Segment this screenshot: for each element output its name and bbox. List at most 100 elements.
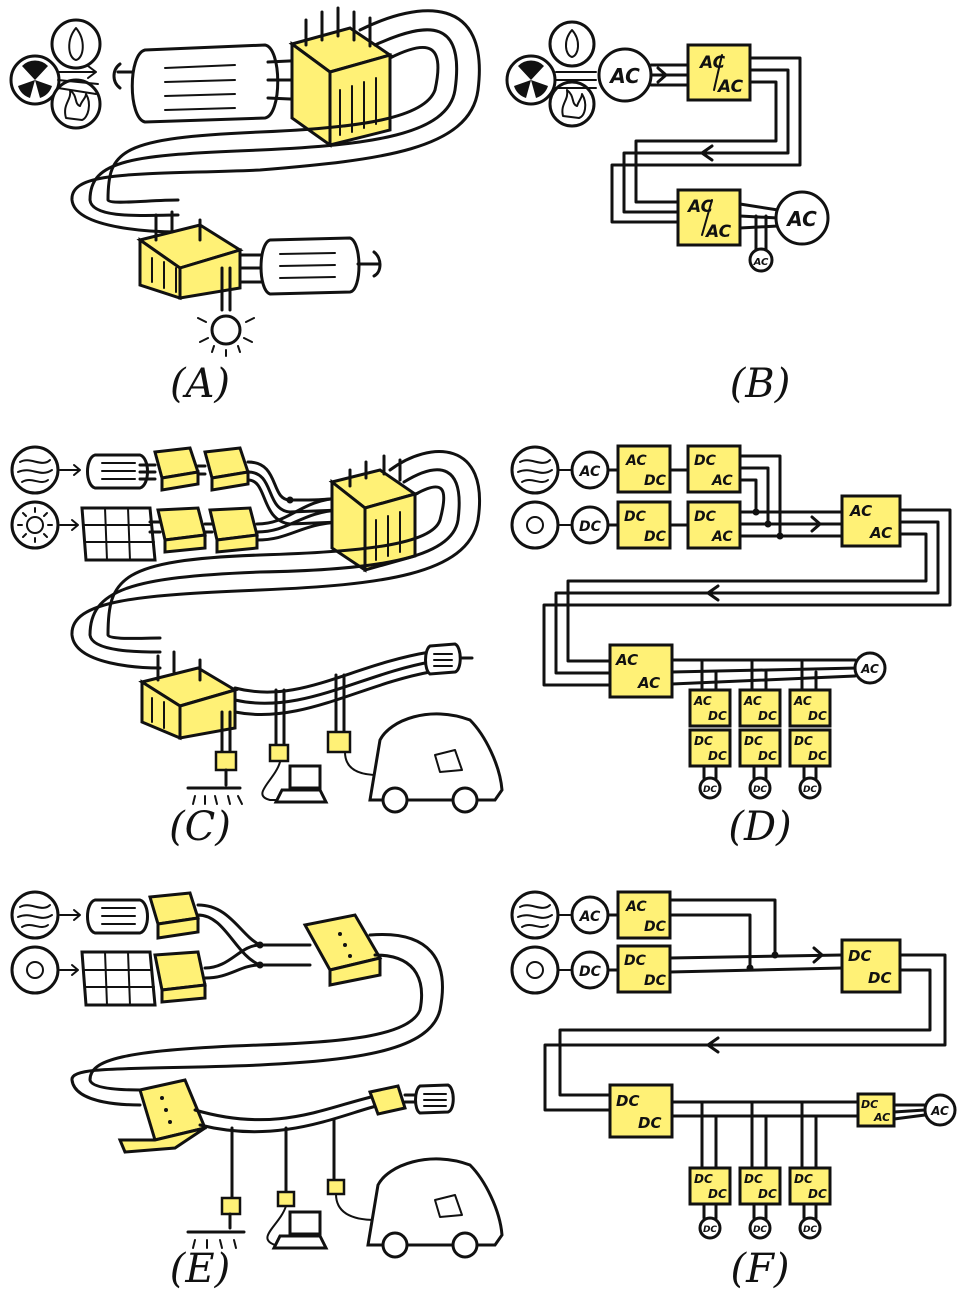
- laptop-icon: [261, 761, 329, 804]
- svg-text:DC: DC: [803, 785, 817, 795]
- svg-text:DC: DC: [644, 473, 667, 489]
- svg-text:DC: DC: [579, 519, 602, 535]
- svg-text:DC: DC: [808, 749, 827, 763]
- converter-e-top: [302, 913, 383, 987]
- svg-text:DC: DC: [703, 785, 717, 795]
- converter-c4: [208, 506, 259, 554]
- svg-text:DC: DC: [624, 509, 647, 525]
- svg-text:DC: DC: [644, 973, 667, 989]
- svg-text:DC: DC: [744, 1172, 763, 1186]
- motor-c: [424, 642, 474, 676]
- converter-dc-dc-hub: DC DC: [840, 938, 902, 994]
- gas-flame-icon: [548, 20, 596, 68]
- load-dc-1: DC: [698, 776, 722, 800]
- svg-text:DC: DC: [644, 529, 667, 545]
- converter-ac-dc: AC DC: [616, 444, 672, 494]
- converter-e2: [153, 950, 207, 1004]
- load-ac: AC: [748, 247, 774, 273]
- svg-text:DC: DC: [868, 969, 891, 987]
- svg-text:AC: AC: [743, 694, 762, 708]
- lamp-icon: [186, 1212, 246, 1234]
- svg-text:AC: AC: [615, 651, 638, 669]
- panel-d: AC AC DC DC AC DC DC DC DC: [510, 444, 952, 850]
- load-dc-2: DC: [748, 776, 772, 800]
- svg-text:DC: DC: [708, 709, 727, 723]
- svg-text:DC: DC: [579, 964, 602, 980]
- svg-text:DC: DC: [708, 1187, 727, 1201]
- generator-dc: DC: [570, 950, 610, 990]
- svg-text:AC: AC: [625, 899, 647, 915]
- transmission-line-a-outer: [70, 9, 481, 234]
- svg-text:AC: AC: [637, 674, 660, 692]
- svg-text:AC: AC: [693, 694, 712, 708]
- generator-ac: AC: [597, 47, 653, 103]
- converter-dc-dc: DC DC: [616, 500, 672, 550]
- svg-text:AC: AC: [711, 529, 733, 545]
- transformer-top: [266, 6, 394, 148]
- svg-text:DC: DC: [694, 453, 717, 469]
- converter-c2: [203, 446, 250, 492]
- electric-van-icon: [344, 712, 504, 814]
- lamp-icon: [186, 768, 243, 805]
- svg-text:DC: DC: [808, 709, 827, 723]
- transformer-bottom: [136, 210, 244, 301]
- svg-text:AC: AC: [625, 453, 647, 469]
- caption-f: (F): [731, 1246, 790, 1292]
- panel-e: (E): [10, 890, 504, 1292]
- sun-source-icon: [510, 945, 560, 995]
- svg-text:AC: AC: [711, 473, 733, 489]
- generator-ac: AC: [570, 450, 610, 490]
- converter-e1: [148, 891, 200, 940]
- svg-text:DC: DC: [861, 1098, 878, 1111]
- car-charger: [326, 1178, 346, 1196]
- svg-text:AC: AC: [608, 64, 640, 88]
- svg-text:DC: DC: [753, 785, 767, 795]
- svg-text:DC: DC: [758, 749, 777, 763]
- lamp-adapter: [220, 1196, 242, 1216]
- caption-c: (C): [169, 804, 231, 850]
- sun-source-icon: [510, 500, 560, 550]
- svg-text:DC: DC: [694, 509, 717, 525]
- caption-b: (B): [730, 361, 791, 407]
- caption-d: (D): [728, 804, 791, 850]
- svg-text:DC: DC: [848, 947, 871, 965]
- solar-panel: [80, 950, 157, 1007]
- gas-flame-icon: [50, 18, 102, 70]
- svg-text:DC: DC: [694, 1172, 713, 1186]
- input-arrows: [57, 65, 99, 95]
- transmission-line-c: [70, 450, 482, 670]
- svg-text:DC: DC: [758, 709, 777, 723]
- svg-text:DC: DC: [694, 734, 713, 748]
- converter-c3: [156, 506, 207, 554]
- panel-b: AC AC AC AC AC AC AC (B): [505, 20, 830, 407]
- svg-text:DC: DC: [616, 1092, 639, 1110]
- load-dc-1: DC: [698, 1216, 722, 1240]
- svg-text:DC: DC: [708, 749, 727, 763]
- light-bulb-icon: [197, 314, 255, 357]
- caption-a: (A): [170, 361, 230, 407]
- transformer-c-bottom: [138, 650, 239, 741]
- motor: [259, 236, 382, 296]
- load-dc-2: DC: [748, 1216, 772, 1240]
- sun-source-icon: [10, 500, 60, 550]
- caption-e: (E): [170, 1246, 230, 1292]
- sun-source-icon: [10, 945, 60, 995]
- electric-van-icon: [335, 1157, 504, 1259]
- motor-ac: AC: [853, 651, 887, 685]
- inverter-dc-ac-1: DC AC: [686, 444, 742, 494]
- svg-text:DC: DC: [644, 919, 667, 935]
- converter-dc-dc: DC DC: [616, 944, 672, 994]
- svg-text:DC: DC: [794, 734, 813, 748]
- solar-panel: [80, 506, 157, 562]
- converter-c1: [153, 446, 200, 492]
- lamp-adapter: [214, 750, 238, 772]
- rectifier-ac-dc: AC DC: [616, 890, 672, 940]
- transformer-ac-ac-1: AC AC: [840, 494, 902, 548]
